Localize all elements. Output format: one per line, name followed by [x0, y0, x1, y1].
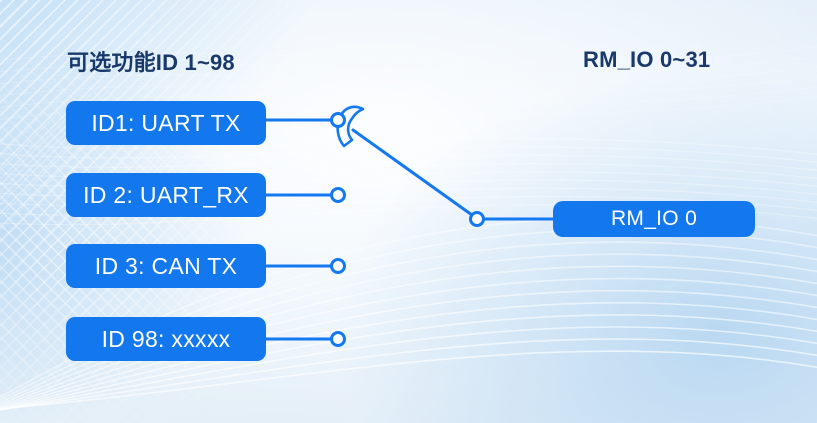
contact-terminal-id1: [330, 112, 346, 128]
contact-terminal-id3: [330, 258, 346, 274]
rotation-arc-icon: [336, 105, 365, 148]
contact-terminal-output: [469, 211, 485, 227]
function-node-id98: ID 98: xxxxx: [66, 317, 266, 361]
function-node-id3: ID 3: CAN TX: [66, 244, 266, 288]
function-node-id1: ID1: UART TX: [66, 101, 266, 145]
switch-wiper-line: [351, 128, 474, 217]
contact-terminal-id98: [330, 331, 346, 347]
right-group-title: RM_IO 0~31: [583, 47, 711, 72]
io-node-rm-io-0: RM_IO 0: [553, 201, 755, 237]
contact-terminal-id2: [330, 187, 346, 203]
function-node-id2: ID 2: UART_RX: [66, 173, 266, 217]
left-group-title: 可选功能ID 1~98: [67, 50, 235, 75]
